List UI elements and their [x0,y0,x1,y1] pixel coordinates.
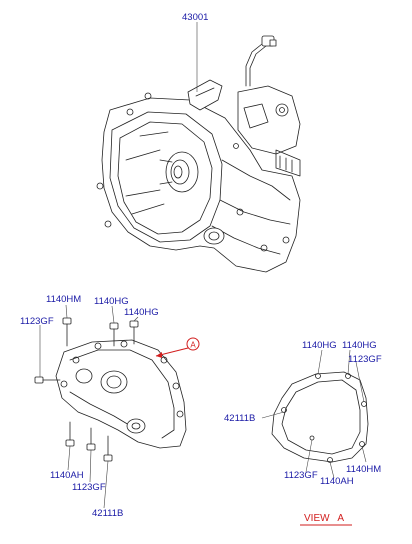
bolt-1123gf-bottom [86,427,96,451]
leader-lines [39,22,367,509]
callout-view-a-1140ah: 1140AH [320,476,354,487]
callout-1123gf-left: 1123GF [20,316,54,327]
part-callouts: 43001 1140HM 1140HG 1140HG 1123GF 1140AH… [20,12,382,519]
view-a-cover-drawing [271,371,369,463]
callout-view-a-1140hg-left: 1140HG [302,340,337,351]
transaxle-assembly-drawing [96,35,301,273]
callout-view-a-1123gf-bottom: 1123GF [284,470,318,481]
view-caption: VIEW A [300,513,352,526]
callout-1140hg-upper: 1140HG [94,296,129,307]
callout-43001: 43001 [182,12,208,23]
bolt-1140hm [62,317,72,347]
callout-1140ah: 1140AH [50,470,84,481]
view-a-marker-letter: A [190,341,196,350]
callout-1123gf-bottom: 1123GF [72,482,106,493]
view-a-marker: A [155,337,200,358]
clutch-housing-drawing [55,339,187,449]
bolt-1123gf-left [34,376,61,384]
callout-1140hg-right: 1140HG [124,307,159,318]
bolt-42111b [103,435,113,462]
callout-view-a-1123gf-right: 1123GF [348,354,382,365]
bolt-1140ah [65,421,75,447]
view-caption-text: VIEW A [304,513,344,524]
callout-view-a-1140hg-right: 1140HG [342,340,377,351]
callout-1140hm-top: 1140HM [46,294,81,305]
callout-42111b: 42111B [92,508,123,519]
callout-view-a-1140hm: 1140HM [346,464,381,475]
callout-view-a-42111b: 42111B [224,413,255,424]
